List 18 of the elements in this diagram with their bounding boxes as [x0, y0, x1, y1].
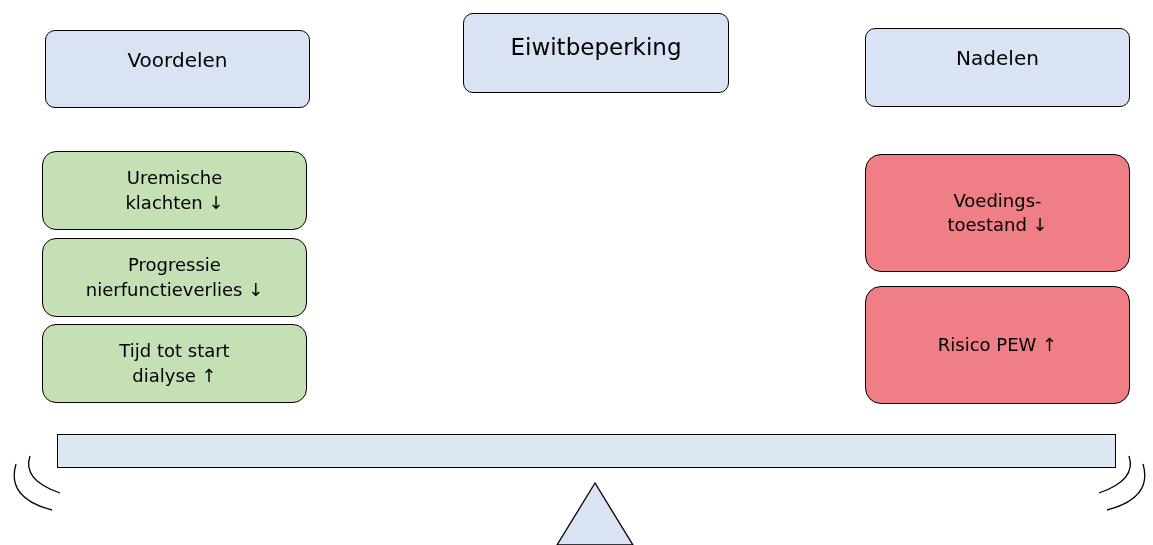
heading-text: Nadelen	[956, 45, 1039, 72]
disadvantage-box	[865, 286, 1130, 404]
heading-text: Eiwitbeperking	[510, 33, 682, 62]
balance-beam	[57, 434, 1116, 468]
advantage-text: Progressie nierfunctieverlies ↓	[84, 253, 265, 302]
advantage-text: Uremische klachten ↓	[124, 166, 225, 215]
disadvantage-text: Risico PEW ↑	[937, 332, 1058, 357]
advantage-text: Tijd tot start dialyse ↑	[118, 339, 231, 388]
advantage-box	[42, 238, 307, 317]
advantage-box	[42, 151, 307, 230]
heading-box	[865, 28, 1130, 107]
disadvantage-text: Voedings- toestand ↓	[946, 188, 1049, 237]
fulcrum-triangle	[556, 482, 634, 545]
advantage-box	[42, 324, 307, 403]
heading-box	[45, 30, 310, 108]
heading-text: Voordelen	[127, 47, 228, 74]
disadvantage-box	[865, 154, 1130, 272]
heading-box	[463, 13, 729, 93]
